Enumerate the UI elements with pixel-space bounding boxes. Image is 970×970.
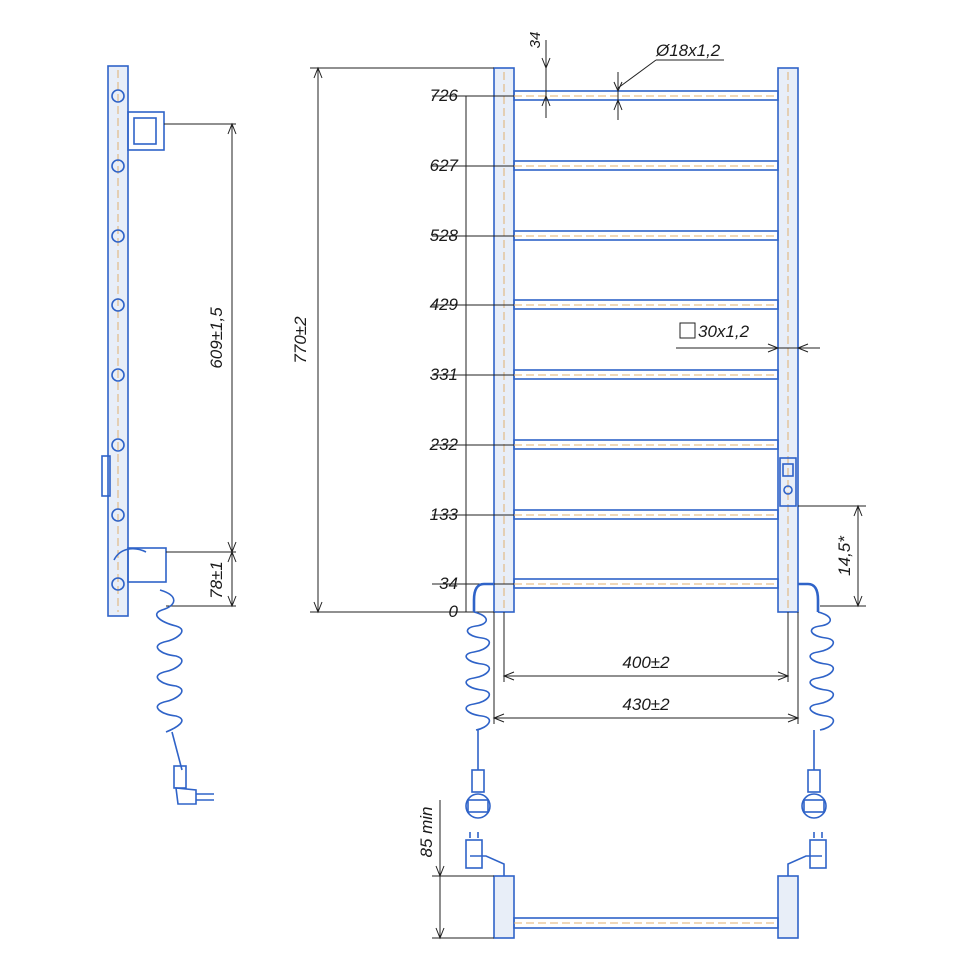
rungs (513, 90, 779, 589)
height-label: 0 (449, 602, 459, 621)
height-label: 133 (430, 505, 459, 524)
left-coil-cable (465, 582, 494, 819)
height-label: 726 (430, 86, 459, 105)
side-bottom-mount (113, 547, 236, 607)
dim-770-label: 770±2 (291, 316, 310, 364)
height-label: 429 (430, 295, 459, 314)
bottom-view (465, 832, 827, 939)
square-section-icon (679, 322, 696, 339)
dim-609: 609±1,5 (207, 122, 237, 554)
height-label: 528 (430, 226, 459, 245)
socket-icon (465, 839, 483, 869)
plug-icon (465, 793, 491, 819)
dim-post-section: 30x1,2 (676, 322, 820, 353)
right-coil-cable (798, 582, 835, 819)
dim-430-label: 430±2 (622, 695, 670, 714)
socket-icon (809, 839, 827, 869)
pipe-diameter-label: Ø18x1,2 (655, 41, 721, 60)
side-switch (101, 455, 111, 497)
side-coil-cable (156, 589, 214, 805)
dim-top-34-label: 34 (527, 32, 544, 49)
dim-770: 770±2 (291, 66, 494, 614)
front-view: 726 627 528 429 331 232 133 34 0 770±2 3… (291, 32, 866, 940)
height-label: 627 (430, 156, 459, 175)
plug-icon (801, 793, 827, 819)
control-box (779, 457, 797, 507)
dim-609-label: 609±1,5 (207, 307, 226, 369)
side-rung-ends (111, 89, 125, 591)
dim-430: 430±2 (492, 612, 800, 724)
dim-400-label: 400±2 (622, 653, 670, 672)
dim-85-min-label: 85 min (417, 806, 436, 857)
dim-400: 400±2 (502, 612, 790, 682)
dim-pipe-diameter: Ø18x1,2 (613, 41, 724, 120)
side-top-mount (127, 111, 236, 151)
dim-top-34: 34 (527, 32, 551, 118)
dim-78: 78±1 (207, 550, 237, 608)
height-labels: 726 627 528 429 331 232 133 34 0 (429, 86, 459, 621)
dim-85-min: 85 min (417, 800, 494, 940)
dim-14-5-label: 14,5* (835, 535, 854, 576)
dim-14-5: 14,5* (798, 504, 866, 608)
side-view: 609±1,5 78±1 (101, 65, 237, 805)
height-label: 232 (429, 435, 459, 454)
height-ticks (432, 95, 514, 613)
height-label: 331 (430, 365, 458, 384)
dim-78-label: 78±1 (207, 561, 226, 599)
post-section-label: 30x1,2 (698, 322, 750, 341)
height-label: 34 (439, 574, 458, 593)
